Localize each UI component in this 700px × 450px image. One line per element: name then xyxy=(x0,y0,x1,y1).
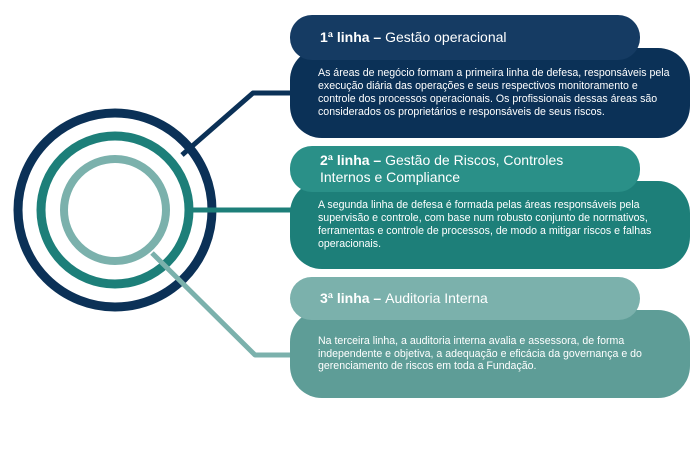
line1-description-box: As áreas de negócio formam a primeira li… xyxy=(290,48,690,138)
line1-header: 1ª linha – Gestão operacional xyxy=(290,15,640,60)
line3-dash: – xyxy=(369,290,386,306)
line1-title: Gestão operacional xyxy=(385,29,507,45)
connector-line-3 xyxy=(150,251,300,358)
line2-title: Gestão de Riscos, Controles Internos e C… xyxy=(320,152,564,185)
line3-header: 3ª linha – Auditoria Interna xyxy=(290,277,640,320)
line2-header: 2ª linha – Gestão de Riscos, Controles I… xyxy=(290,146,640,192)
connector-line-1 xyxy=(180,90,300,157)
line3-description-box: Na terceira linha, a auditoria interna a… xyxy=(290,310,690,398)
line1-description: As áreas de negócio formam a primeira li… xyxy=(318,67,670,118)
line1-dash: – xyxy=(369,29,386,45)
line2-description: A segunda linha de defesa é formada pela… xyxy=(318,199,652,250)
inner-ring xyxy=(60,155,170,265)
line3-description: Na terceira linha, a auditoria interna a… xyxy=(318,334,642,373)
line2-dash: – xyxy=(369,152,386,168)
line2-label: 2ª linha xyxy=(320,152,370,168)
line3-label: 3ª linha xyxy=(320,290,370,306)
line3-title: Auditoria Interna xyxy=(385,290,488,306)
outer-ring xyxy=(13,108,217,312)
line2-description-box: A segunda linha de defesa é formada pela… xyxy=(290,181,690,269)
line1-label: 1ª linha xyxy=(320,29,370,45)
